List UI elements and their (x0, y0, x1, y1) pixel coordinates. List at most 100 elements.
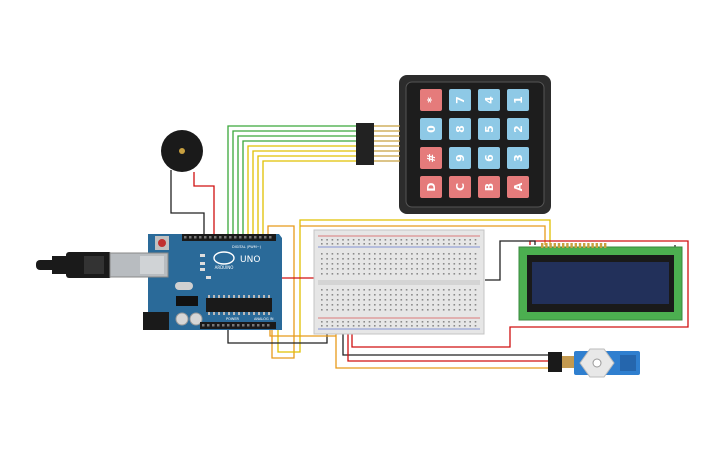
keypad-key-C[interactable]: C (449, 176, 471, 198)
lcd-pin[interactable] (562, 243, 565, 248)
power-analog-pin[interactable] (232, 324, 235, 327)
lcd-pin[interactable] (549, 243, 552, 248)
keypad-key-3[interactable]: 3 (507, 147, 529, 169)
wire-vcc-lcd[interactable] (351, 240, 689, 348)
keypad-key-B[interactable]: B (478, 176, 500, 198)
lcd-pin[interactable] (566, 243, 569, 248)
wire-buzzer-signal[interactable] (193, 172, 215, 234)
power-analog-pin[interactable] (227, 324, 230, 327)
keypad-key-2[interactable]: 2 (507, 118, 529, 140)
breadboard-hole (336, 321, 339, 323)
keypad-key-5[interactable]: 5 (478, 118, 500, 140)
micro-servo[interactable] (548, 348, 640, 378)
digital-pin[interactable] (204, 236, 207, 239)
power-analog-pin[interactable] (222, 324, 225, 327)
arduino-uno[interactable]: ARDUINO UNO DIGITAL (PWM~) POWER ANALOG … (36, 234, 282, 330)
wire-lcd-orange-2[interactable] (300, 225, 546, 245)
servo-mount (620, 355, 636, 371)
piezo-buzzer[interactable] (161, 130, 203, 172)
keypad-key-7[interactable]: 7 (449, 89, 471, 111)
wire-buzzer-gnd[interactable] (170, 170, 205, 234)
breadboard-hole (331, 268, 334, 270)
breadboard-hole (326, 321, 328, 323)
digital-pin[interactable] (254, 236, 257, 239)
wire-keypad-7[interactable] (257, 155, 358, 234)
digital-pin[interactable] (214, 236, 217, 239)
keypad-key-label: B (483, 183, 496, 191)
wire-lcd-orange-top[interactable] (267, 225, 295, 359)
wire-keypad-5[interactable] (247, 145, 358, 234)
digital-pin[interactable] (194, 236, 197, 239)
digital-pin[interactable] (224, 236, 227, 239)
lcd-pin[interactable] (553, 243, 556, 248)
lcd-pin[interactable] (557, 243, 561, 248)
wire-servo-orange[interactable] (335, 330, 558, 369)
wire-keypad-8[interactable] (262, 160, 358, 234)
keypad-key-1[interactable]: 1 (507, 89, 529, 111)
wire-keypad-6[interactable] (252, 150, 358, 234)
wire-keypad-3[interactable] (237, 135, 358, 234)
power-analog-pin[interactable] (267, 324, 270, 327)
lcd-pin[interactable] (591, 243, 594, 248)
breadboard-hole (432, 289, 434, 291)
lcd-pin[interactable] (587, 243, 590, 248)
keypad-key-D[interactable]: D (420, 176, 442, 198)
digital-pin[interactable] (199, 236, 202, 239)
breadboard-hole (432, 304, 434, 306)
lcd-pin[interactable] (541, 243, 544, 248)
digital-pin[interactable] (234, 236, 237, 239)
lcd-pin[interactable] (599, 243, 603, 248)
lcd-pin[interactable] (574, 243, 577, 248)
breadboard-hole (458, 263, 461, 265)
digital-pin[interactable] (244, 236, 247, 239)
keypad-key-9[interactable]: 9 (449, 147, 471, 169)
keypad-key-*[interactable]: * (420, 89, 442, 111)
wire-gnd-lcd[interactable] (485, 240, 536, 281)
lcd-pin[interactable] (570, 243, 573, 248)
keypad-key-0[interactable]: 0 (420, 118, 442, 140)
digital-header-label: DIGITAL (PWM~) (232, 245, 262, 249)
digital-pin[interactable] (239, 236, 242, 239)
lcd-pin[interactable] (578, 243, 582, 248)
digital-pin[interactable] (209, 236, 212, 239)
power-analog-pin[interactable] (212, 324, 215, 327)
power-analog-pin[interactable] (247, 324, 250, 327)
lcd-16x2[interactable] (518, 243, 683, 321)
power-analog-pin[interactable] (207, 324, 210, 327)
wire-keypad-1[interactable] (227, 125, 358, 234)
digital-pin[interactable] (184, 236, 187, 239)
power-analog-pin[interactable] (252, 324, 255, 327)
digital-pin[interactable] (189, 236, 192, 239)
keypad-key-6[interactable]: 6 (478, 147, 500, 169)
lcd-pin[interactable] (604, 243, 607, 248)
digital-pin[interactable] (219, 236, 222, 239)
digital-pin[interactable] (259, 236, 262, 239)
power-analog-pin[interactable] (242, 324, 245, 327)
lcd-pin[interactable] (545, 243, 548, 248)
power-analog-pin[interactable] (257, 324, 260, 327)
breadboard[interactable] (313, 229, 485, 335)
breadboard-hole (458, 325, 461, 327)
digital-pin[interactable] (269, 236, 272, 239)
wire-lcd-yellow-top[interactable] (277, 219, 551, 353)
power-analog-pin[interactable] (217, 324, 220, 327)
wire-servo-orange-arduino[interactable] (269, 330, 336, 337)
keypad-key-4[interactable]: 4 (478, 89, 500, 111)
breadboard-hole (432, 321, 434, 323)
digital-pin[interactable] (264, 236, 267, 239)
lcd-pin[interactable] (595, 243, 598, 248)
power-analog-pin[interactable] (262, 324, 265, 327)
breadboard-hole (342, 243, 344, 245)
keypad-key-8[interactable]: 8 (449, 118, 471, 140)
digital-pin[interactable] (249, 236, 252, 239)
power-analog-pin[interactable] (202, 324, 205, 327)
wire-keypad-4[interactable] (242, 140, 358, 234)
digital-pin[interactable] (229, 236, 232, 239)
breadboard-hole (352, 325, 355, 327)
power-analog-pin[interactable] (237, 324, 240, 327)
wire-keypad-2[interactable] (232, 130, 358, 234)
lcd-pin[interactable] (583, 243, 586, 248)
keypad-key-#[interactable]: # (420, 147, 442, 169)
keypad-key-A[interactable]: A (507, 176, 529, 198)
